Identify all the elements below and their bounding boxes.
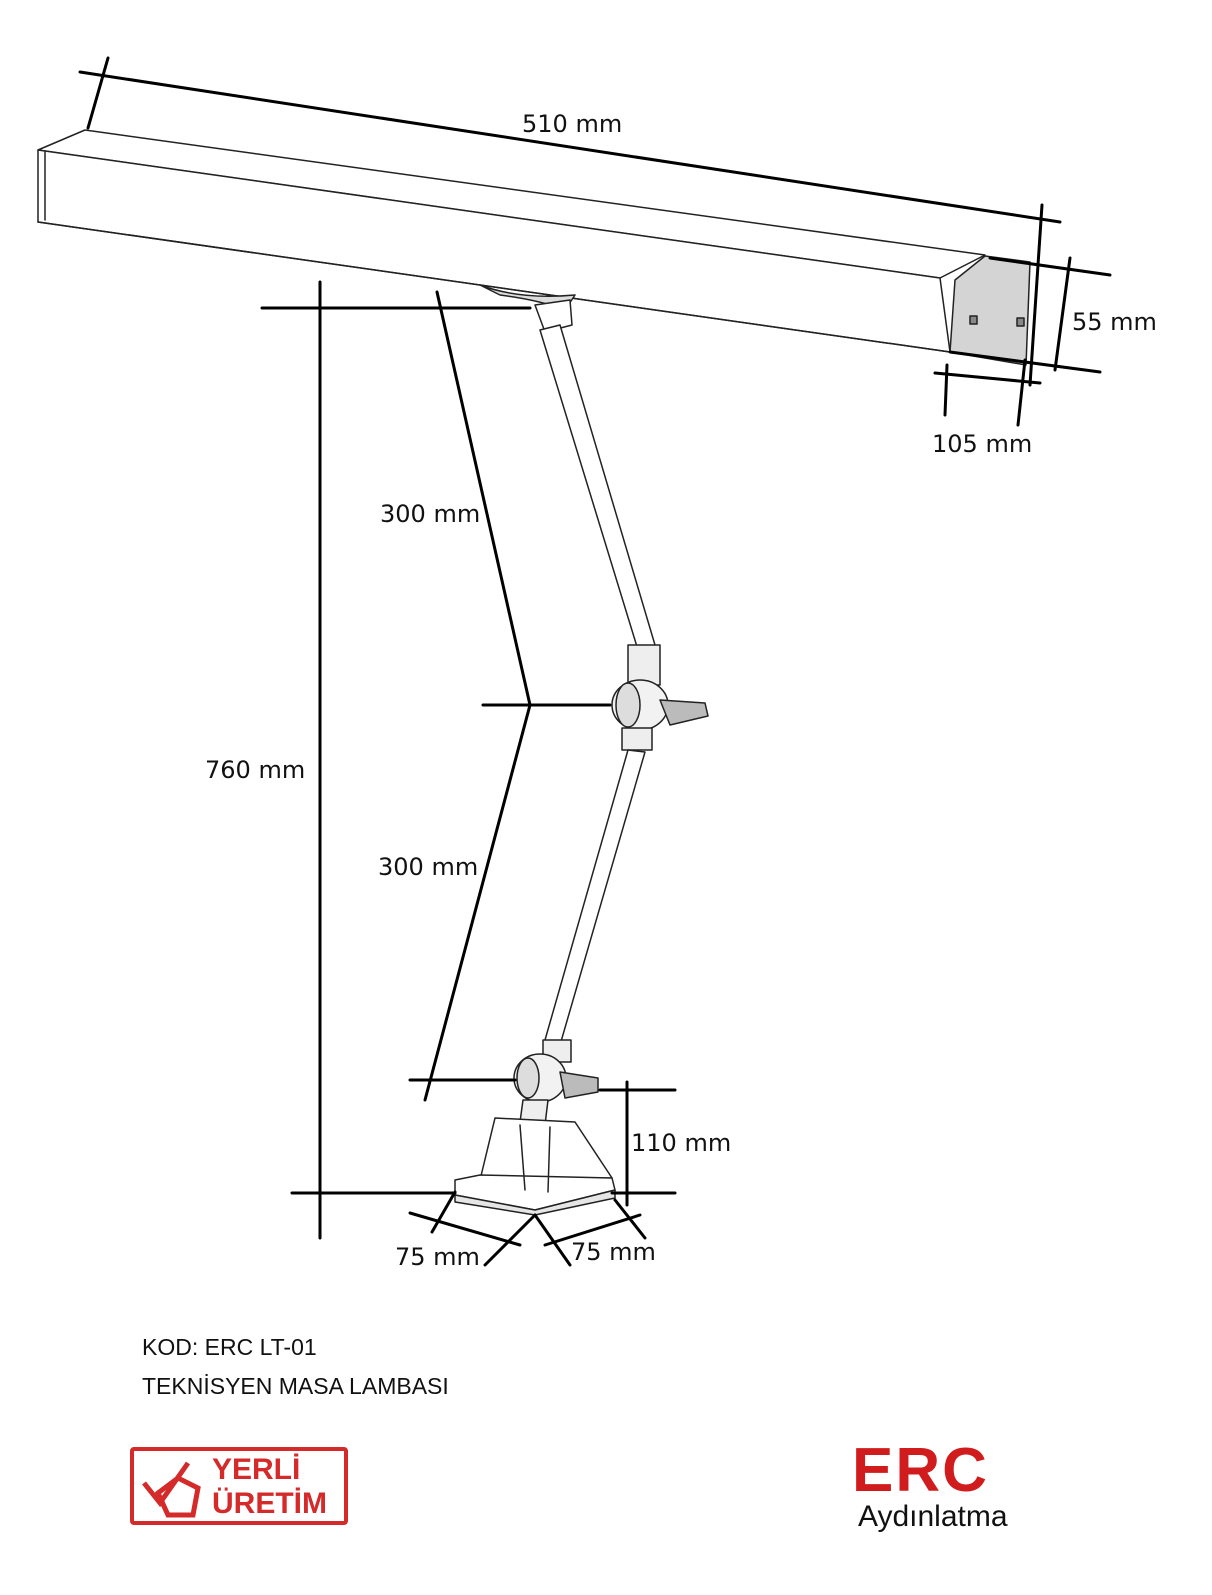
dimension-head-width-label: 105 mm — [932, 430, 1033, 458]
dimension-base-height-label: 110 mm — [631, 1129, 732, 1157]
dimension-head-height-label: 55 mm — [1072, 308, 1157, 336]
hand-checkmark-icon — [142, 1461, 201, 1518]
product-name: TEKNİSYEN MASA LAMBASI — [142, 1373, 449, 1399]
end-cap — [949, 255, 1031, 366]
product-code: KOD: ERC LT-01 — [142, 1334, 317, 1360]
dimension-lines — [78, 56, 1112, 1267]
erc-brand-subtitle: Aydınlatma — [858, 1500, 1008, 1533]
dimension-length-label: 510 mm — [522, 110, 623, 138]
dimension-total-height-label: 760 mm — [205, 756, 306, 784]
yerli-line2: ÜRETİM — [212, 1487, 327, 1520]
lamp-base — [454, 1117, 616, 1216]
yerli-uretim-logo: YERLİ ÜRETİM — [130, 1447, 348, 1525]
dimension-lower-arm-label: 300 mm — [378, 853, 479, 881]
erc-brand-logo: ERC — [852, 1436, 989, 1505]
dimension-base-right-label: 75 mm — [571, 1238, 656, 1266]
lamp-arm — [513, 299, 709, 1126]
dimension-upper-arm-label: 300 mm — [380, 500, 481, 528]
dimension-base-left-label: 75 mm — [395, 1243, 480, 1271]
lamp-head — [37, 129, 1031, 366]
yerli-line1: YERLİ — [212, 1453, 301, 1486]
